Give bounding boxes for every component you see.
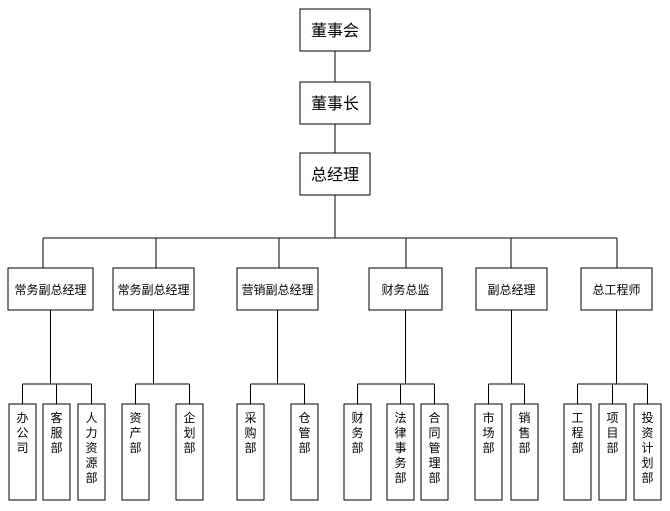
- branch-label: 副总经理: [487, 283, 535, 297]
- leaf-node: 办公司: [8, 403, 37, 501]
- leaf-label: 财务部: [351, 411, 363, 455]
- leaf-node: 采购部: [236, 403, 265, 501]
- leaf-label: 工程部: [571, 411, 583, 455]
- leaf-node: 项目部: [598, 403, 627, 501]
- leaf-box: [386, 403, 415, 501]
- leaf-node: 客服部: [42, 403, 71, 501]
- gm-label: 总经理: [311, 165, 359, 184]
- branch-box: [475, 267, 548, 311]
- leaf-box: [420, 403, 449, 501]
- leaf-box: [290, 403, 319, 501]
- leaf-node: 投资计划部: [633, 403, 662, 501]
- leaf-box: [42, 403, 71, 501]
- branch-box: [112, 267, 195, 311]
- chairman-node: 董事长: [299, 81, 371, 125]
- leaf-box: [598, 403, 627, 501]
- leaf-box: [236, 403, 265, 501]
- leaf-label: 市场部: [482, 410, 494, 455]
- leaf-node: 工程部: [563, 403, 592, 501]
- board-label: 董事会: [311, 21, 359, 40]
- leaf-label: 资产部: [129, 411, 141, 455]
- leaf-node: 人力资源部: [77, 403, 106, 501]
- leaf-box: [77, 403, 106, 501]
- branch-box: [236, 267, 319, 311]
- leaf-box: [474, 403, 503, 501]
- leaf-label: 仓管部: [298, 411, 310, 455]
- leaf-node: 仓管部: [290, 403, 319, 501]
- chairman-label: 董事长: [311, 94, 359, 113]
- branch-label: 总工程师: [592, 282, 640, 297]
- leaf-node: 市场部: [474, 403, 503, 501]
- leaf-node: 资产部: [121, 403, 150, 501]
- leaf-box: [563, 403, 592, 501]
- leaf-box: [121, 403, 150, 501]
- leaf-label: 项目部: [606, 411, 618, 455]
- leaf-node: 法律事务部: [386, 403, 415, 501]
- connectors: [42, 51, 618, 268]
- leaf-label: 办公司: [16, 410, 28, 455]
- leaf-node: 企划部: [175, 403, 204, 501]
- leaf-box: [343, 403, 372, 501]
- branch-box: [7, 267, 94, 311]
- leaf-label: 企划部: [183, 410, 195, 455]
- branch-box: [580, 267, 653, 311]
- branch-label: 常务副总经理: [14, 282, 86, 297]
- board-node: 董事会: [299, 8, 371, 52]
- leaf-box: [633, 403, 662, 501]
- leaf-box: [510, 403, 539, 501]
- branch-label: 常务副总经理: [117, 282, 189, 297]
- leaf-label: 投资计划部: [641, 410, 653, 485]
- leaf-box: [8, 403, 37, 501]
- leaf-node: 财务部: [343, 403, 372, 501]
- leaf-node: 合同管理部: [420, 403, 449, 501]
- leaf-label: 客服部: [50, 410, 62, 455]
- leaf-label: 法律事务部: [394, 411, 406, 485]
- leaf-label: 采购部: [244, 411, 256, 455]
- leaf-box: [175, 403, 204, 501]
- leaf-label: 合同管理部: [428, 410, 440, 485]
- leaf-label: 销售部: [518, 411, 530, 455]
- leaf-label: 人力资源部: [85, 411, 97, 485]
- leaf-node: 销售部: [510, 403, 539, 501]
- branch-label: 财务总监: [381, 282, 429, 297]
- gm-node: 总经理: [299, 152, 371, 196]
- branch-label: 营销副总经理: [241, 283, 313, 297]
